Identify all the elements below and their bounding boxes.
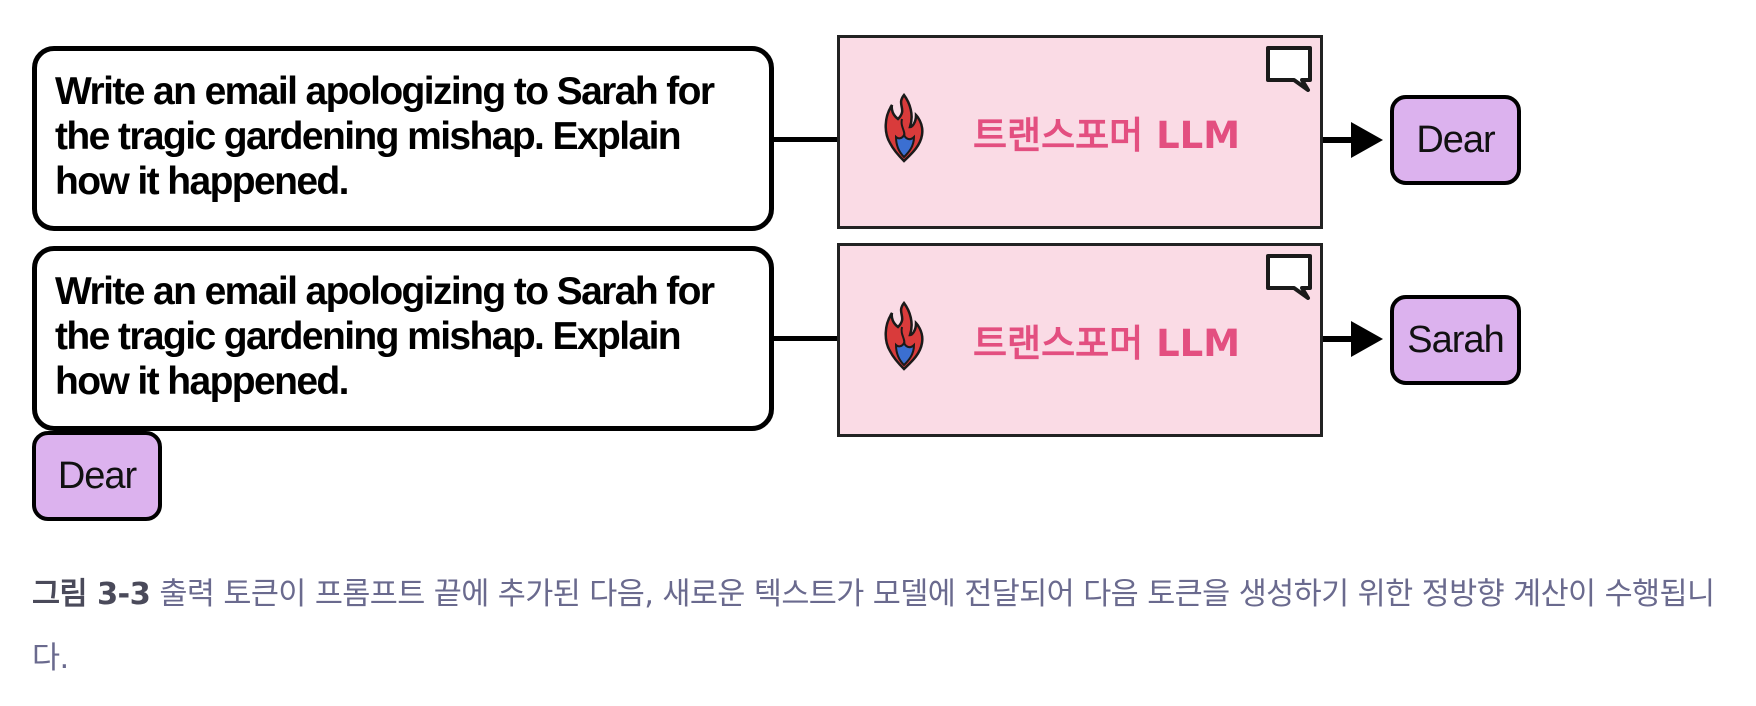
prompt-box: Write an email apologizing to Sarah for … <box>32 46 774 231</box>
output-token: Dear <box>1390 95 1521 185</box>
figure-caption: 그림 3-3 출력 토큰이 프롬프트 끝에 추가된 다음, 새로운 텍스트가 모… <box>32 563 1747 691</box>
model-label: 트랜스포머 LLM <box>973 114 1241 157</box>
flame-icon <box>884 93 924 163</box>
prompt-box: Write an email apologizing to Sarah for … <box>32 246 774 431</box>
transformer-llm-box: 트랜스포머 LLM <box>837 35 1323 229</box>
caption-text: 출력 토큰이 프롬프트 끝에 추가된 다음, 새로운 텍스트가 모델에 전달되어… <box>32 577 1715 676</box>
connector-line <box>774 336 837 341</box>
connector-line <box>774 137 837 142</box>
arrow-right-icon <box>1323 122 1383 158</box>
caption-label: 그림 3-3 <box>32 577 151 612</box>
flame-icon <box>884 301 924 371</box>
chat-bubble-icon <box>1266 46 1312 92</box>
output-token: Sarah <box>1390 295 1521 385</box>
transformer-llm-box: 트랜스포머 LLM <box>837 243 1323 437</box>
chat-bubble-icon <box>1266 254 1312 300</box>
model-label: 트랜스포머 LLM <box>973 322 1241 365</box>
arrow-right-icon <box>1323 321 1383 357</box>
appended-token: Dear <box>32 431 162 521</box>
